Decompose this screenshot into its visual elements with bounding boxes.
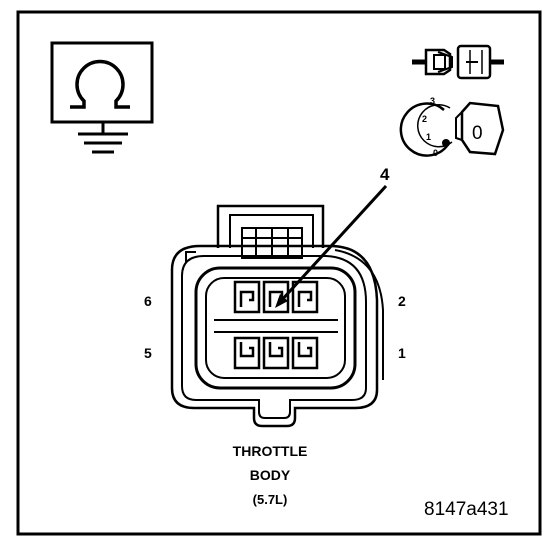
connector-caption-line-2: BODY [250,467,291,483]
ignition-position-2: 2 [422,114,427,124]
ohmmeter-ground-icon [50,41,154,154]
connector-caption-line-3: (5.7L) [253,492,288,507]
pin-cavity [262,280,290,314]
connector-caption-line-1: THROTTLE [233,443,308,459]
pin-label-1: 1 [398,345,406,361]
ignition-position-3: 3 [430,96,435,106]
pin-cavity [262,336,290,370]
pin-label-2: 2 [398,293,406,309]
pin-label-6: 6 [144,293,152,309]
throttle-body-connector [170,204,384,428]
connector-disconnect-icon [412,44,504,80]
diagram-border [16,10,542,536]
pin-cavity [233,336,261,370]
pin-cavity [233,280,261,314]
figure-code: 8147a431 [424,499,509,520]
pin-cavity [291,336,319,370]
ignition-position-1: 1 [426,132,431,142]
pin-cavity [291,280,319,314]
ignition-key-off-icon: 0 3 2 1 0 [399,96,505,158]
callout-number: 4 [380,165,390,184]
ignition-key-label: 0 [472,123,483,144]
pin-label-5: 5 [144,345,152,361]
ignition-position-0: 0 [433,148,438,158]
